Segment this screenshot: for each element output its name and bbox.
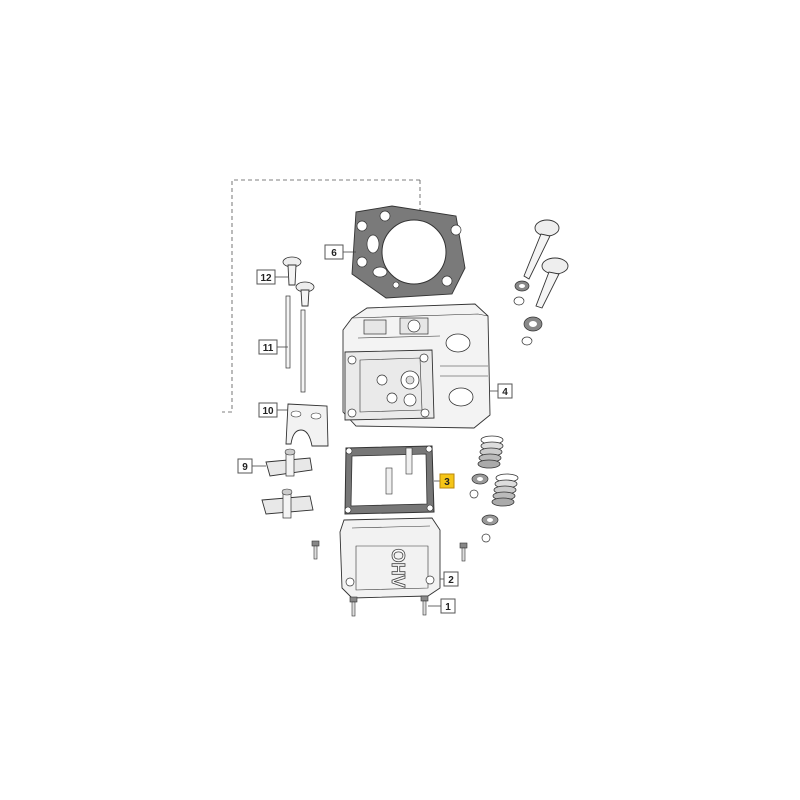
bolts[interactable]	[311, 540, 468, 617]
callout-label: 11	[263, 343, 274, 354]
cylinder-head[interactable]	[342, 303, 491, 429]
valve-assembly[interactable]	[513, 219, 569, 346]
rocker-studs[interactable]	[282, 256, 315, 307]
callout-label: 10	[262, 406, 274, 417]
bolt-right-upper	[459, 542, 468, 562]
assembly-reference-dashed-line	[222, 179, 420, 413]
callout-label: 1	[445, 602, 451, 613]
callout-label: 2	[448, 575, 454, 586]
callout-label: 9	[242, 462, 248, 473]
bolt-left-upper	[311, 540, 320, 560]
callout-6[interactable]: 6	[324, 244, 344, 260]
push-rod-guide-plate[interactable]	[285, 403, 329, 447]
valve-cover[interactable]: OHV	[339, 517, 441, 599]
leader-lines	[252, 251, 498, 607]
head-gasket[interactable]	[351, 205, 466, 299]
callout-4[interactable]: 4	[497, 383, 513, 399]
callout-label: 12	[260, 273, 272, 284]
callout-9[interactable]: 9	[237, 458, 253, 474]
valve-cover-gasket[interactable]	[344, 445, 435, 515]
callout-3[interactable]: 3	[439, 473, 455, 489]
rocker-arms[interactable]	[261, 448, 314, 519]
bolt-left-lower	[349, 596, 358, 617]
callout-10[interactable]: 10	[258, 402, 278, 418]
callout-1[interactable]: 1	[440, 598, 456, 614]
callout-2[interactable]: 2	[443, 571, 459, 587]
bolt-right-lower	[420, 595, 429, 616]
ohv-embossing: OHV	[388, 548, 408, 587]
callout-label: 4	[502, 387, 508, 398]
callout-label: 6	[331, 248, 337, 259]
valve-springs[interactable]	[469, 435, 519, 543]
push-rods[interactable]	[285, 295, 306, 393]
callout-11[interactable]: 11	[258, 339, 278, 355]
callout-label: 3	[444, 477, 450, 488]
callout-12[interactable]: 12	[256, 269, 276, 285]
